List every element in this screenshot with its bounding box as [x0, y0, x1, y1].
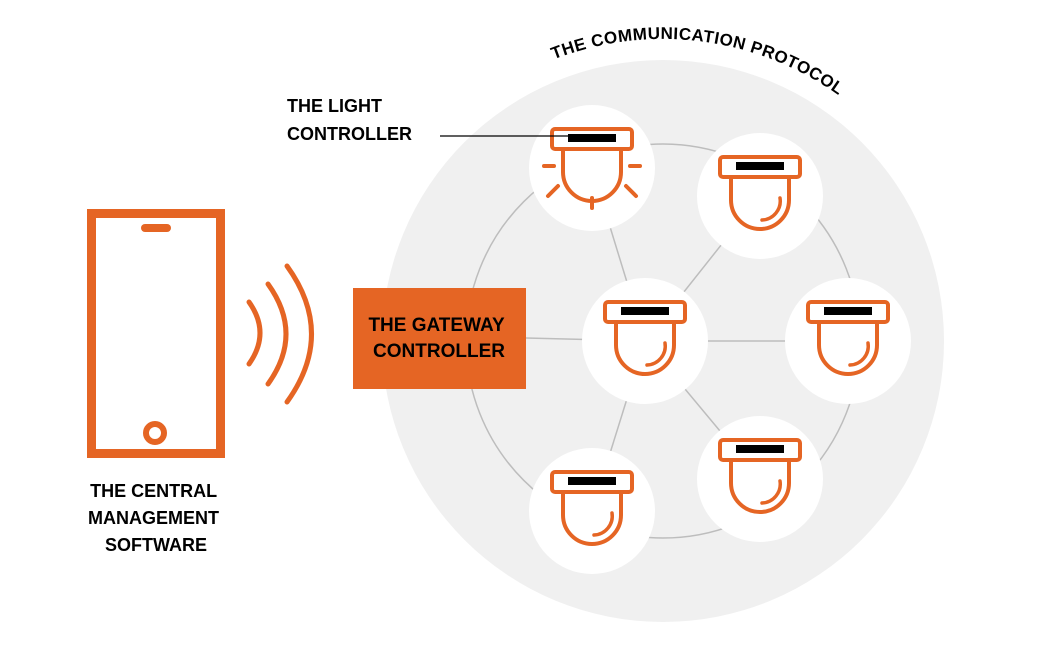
lamp-housing [550, 470, 634, 494]
phone-body [87, 209, 225, 458]
central-software-label: THE CENTRAL MANAGEMENT SOFTWARE [88, 481, 224, 555]
lamp-housing [550, 127, 634, 151]
signal-wave-large [284, 263, 314, 405]
lamp-highlight [760, 479, 782, 505]
lamp-highlight [592, 511, 614, 537]
ceiling-lamp-icon [550, 470, 634, 546]
light-controller-label: THE LIGHT CONTROLLER [287, 96, 412, 144]
smartphone-icon [87, 209, 225, 458]
ceiling-lamp-icon [603, 300, 687, 376]
lamp-dome [561, 490, 623, 546]
light-nodes [529, 105, 911, 574]
lamp-housing [718, 438, 802, 462]
node-circle[interactable] [785, 278, 911, 404]
lamp-sensor-bar [568, 477, 616, 485]
lamp-dome [729, 458, 791, 514]
lamp-highlight [645, 341, 667, 367]
phone-home-button [143, 421, 167, 445]
phone-speaker [141, 224, 171, 232]
node-circle[interactable] [697, 133, 823, 259]
light-node-bottom-right[interactable] [697, 416, 823, 542]
node-circle[interactable] [529, 448, 655, 574]
light-node-center[interactable] [582, 278, 708, 404]
signal-wave-small [246, 299, 263, 367]
ceiling-lamp-icon [806, 300, 890, 376]
light-node-top-left[interactable] [529, 105, 655, 231]
light-node-top-right[interactable] [697, 133, 823, 259]
gateway-box[interactable] [353, 288, 526, 389]
gateway-label: THE GATEWAY CONTROLLER [368, 315, 509, 362]
lamp-sensor-bar [824, 307, 872, 315]
light-ray [546, 184, 560, 198]
lamp-housing [603, 300, 687, 324]
lamp-dome [729, 175, 791, 231]
lamp-dome [817, 320, 879, 376]
lamp-sensor-bar [568, 134, 616, 142]
light-node-bottom-left[interactable] [529, 448, 655, 574]
lamp-sensor-bar [621, 307, 669, 315]
lamp-housing [718, 155, 802, 179]
light-ray [624, 184, 638, 198]
ceiling-lamp-lit-icon [542, 127, 642, 210]
ceiling-lamp-icon [718, 155, 802, 231]
wireless-signal-icon [246, 263, 314, 405]
lamp-sensor-bar [736, 162, 784, 170]
gateway-controller[interactable]: THE GATEWAY CONTROLLER [353, 288, 526, 389]
lamp-dome [614, 320, 676, 376]
light-node-right[interactable] [785, 278, 911, 404]
node-circle[interactable] [697, 416, 823, 542]
lamp-housing [806, 300, 890, 324]
lamp-highlight [848, 341, 870, 367]
lamp-highlight [760, 196, 782, 222]
signal-wave-medium [265, 281, 289, 387]
ceiling-lamp-icon [718, 438, 802, 514]
node-circle[interactable] [582, 278, 708, 404]
lamp-sensor-bar [736, 445, 784, 453]
